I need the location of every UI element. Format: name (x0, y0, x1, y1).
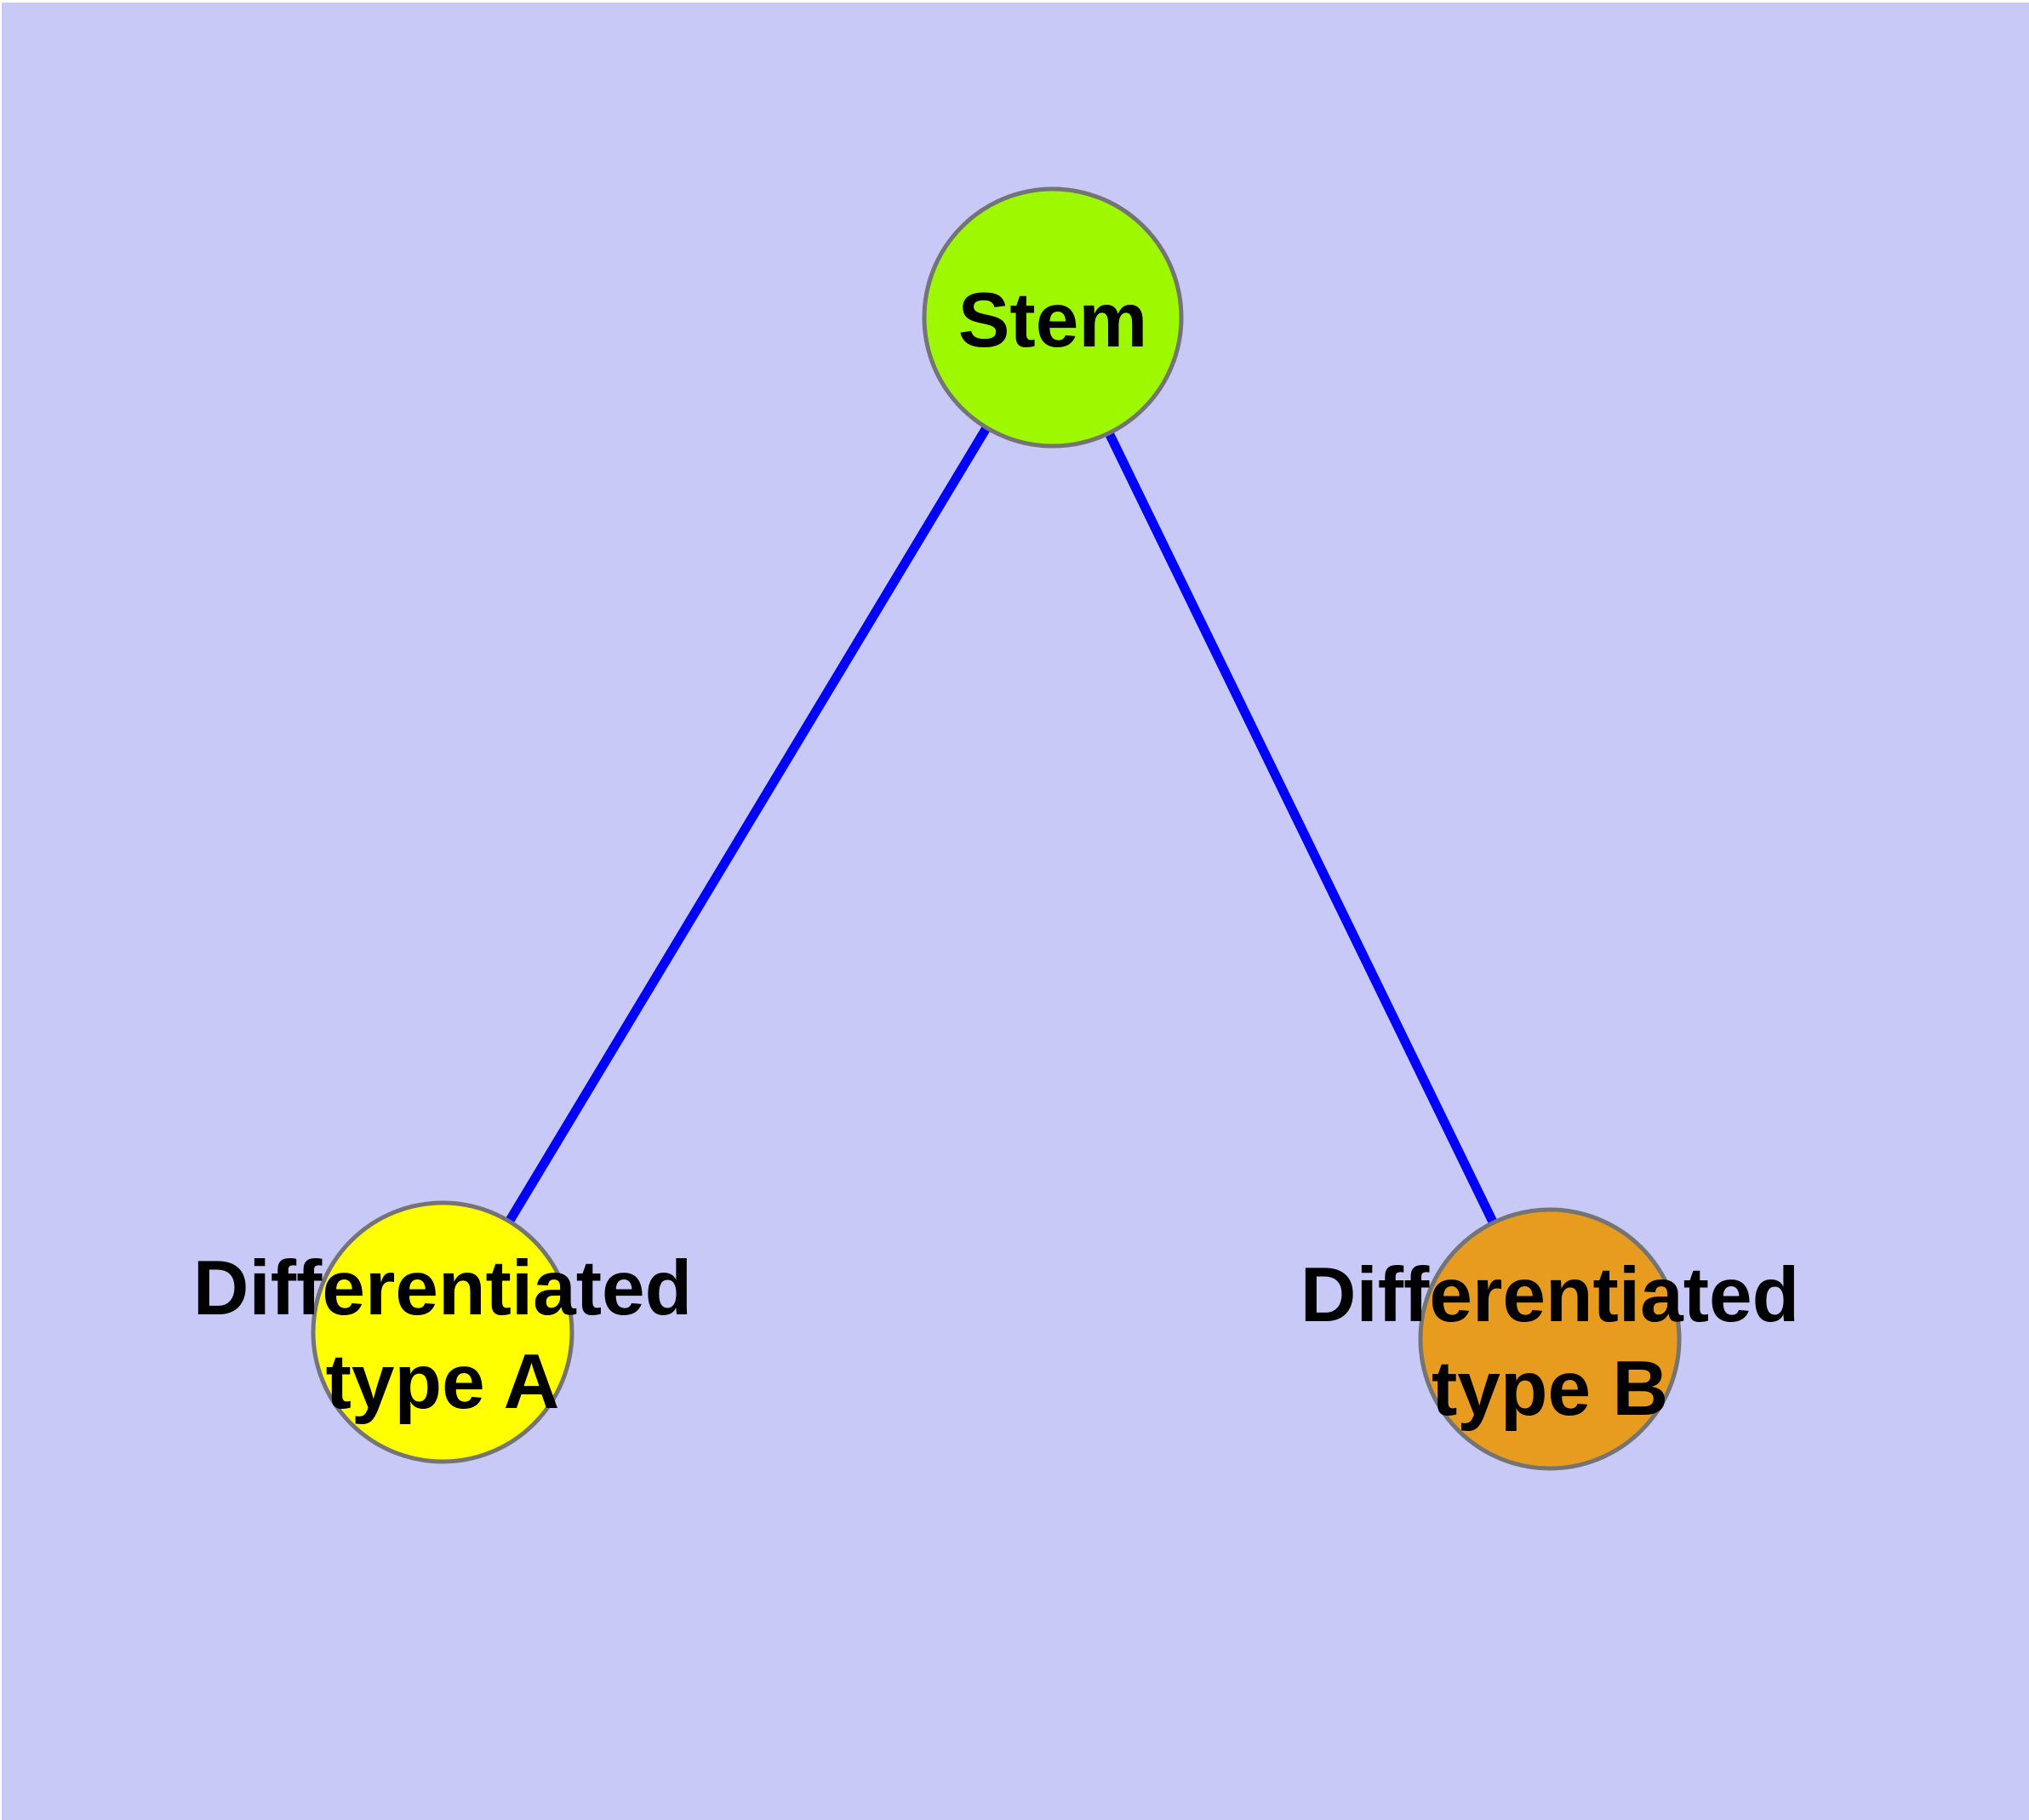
edge-stem-type-b (1049, 315, 1554, 1342)
node-type-b-label-line: Differentiated (1300, 1252, 1800, 1338)
node-type-a-label-line: Differentiated (193, 1245, 693, 1331)
node-stem-label-line: Stem (958, 278, 1148, 363)
node-stem-label: Stem (958, 278, 1148, 363)
edges-layer (438, 315, 1554, 1342)
node-stem-circle (922, 186, 1184, 449)
node-stem: Stem (922, 186, 1184, 449)
node-type-a-label-line: type A (326, 1339, 560, 1425)
node-type-b-circle (1418, 1207, 1682, 1471)
node-type-b-label-line: type B (1432, 1346, 1668, 1432)
node-type-a-circle (311, 1200, 574, 1464)
edge-stem-type-a (438, 315, 1057, 1335)
